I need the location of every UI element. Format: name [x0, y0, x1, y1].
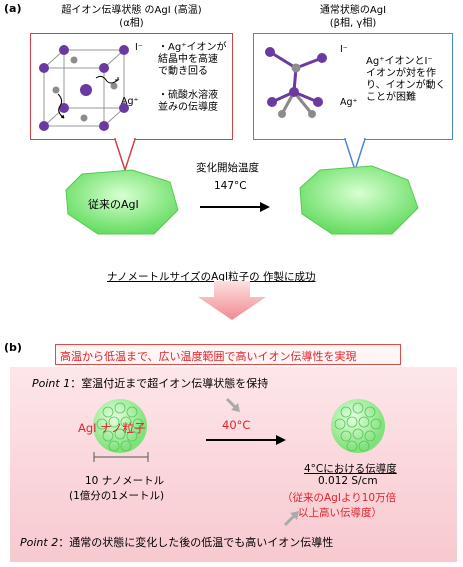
left-note-2: ・硫酸水溶液 並みの伝導度	[158, 90, 218, 114]
headline-box	[55, 344, 401, 365]
right-title-line2: (β相, γ相)	[329, 18, 377, 29]
right-callout-title: 通常状態のAgI (β相, γ相)	[255, 4, 451, 30]
right-note-line: り、イオンが動く	[366, 80, 446, 91]
conductivity-note1: （従来のAgIより10万倍	[282, 492, 397, 504]
point1-text: ：室温付近まで超イオン伝導状態を保持	[70, 377, 269, 390]
nanoparticle-cooled	[331, 399, 385, 453]
right-title-line1: 通常状態のAgI	[319, 5, 387, 16]
callout-pointers	[113, 138, 367, 173]
right-note-line: Ag⁺イオンとI⁻	[366, 56, 433, 67]
left-note2-line: ・硫酸水溶液	[158, 90, 218, 101]
nanoparticle-small	[93, 399, 147, 453]
transition-label: 変化開始温度	[196, 162, 259, 174]
left-title-line2: (α相)	[119, 18, 144, 29]
left-note1-line: 結晶中を高速	[158, 54, 218, 65]
scale-bar	[93, 452, 149, 462]
left-ion-i-label: I⁻	[135, 42, 143, 53]
conductivity-note2: 以上高い伝導度）	[298, 507, 382, 519]
right-ion-ag-label: Ag⁺	[340, 97, 358, 108]
crystal-left-label: 従来のAgI	[88, 198, 139, 211]
left-note1-line: ・Ag⁺イオンが	[158, 42, 227, 53]
point1: Point 1：室温付近まで超イオン伝導状態を保持	[32, 375, 268, 391]
right-note: Ag⁺イオンとI⁻ イオンが対を作 り、イオンが動く ことが困難	[366, 56, 446, 104]
point2-pointer-arrow	[283, 511, 299, 527]
crystal-after-transition	[299, 165, 419, 235]
point2-text: ：通常の状態に変化した後の低温でも高いイオン伝導性	[58, 536, 334, 549]
alpha-structure-diagram	[39, 45, 129, 131]
left-title-line1: 超イオン伝導状態 のAgI (高温)	[61, 5, 202, 16]
panel-b-background	[10, 367, 457, 562]
panel-a-tag: (a)	[4, 2, 22, 15]
right-ion-i-label: I⁻	[340, 44, 348, 55]
right-note-line: イオンが対を作	[366, 68, 436, 79]
size-line1: 10 ナノメートル	[85, 475, 165, 487]
left-callout-title: 超イオン伝導状態 のAgI (高温) (α相)	[32, 4, 231, 30]
left-note-1: ・Ag⁺イオンが 結晶中を高速 で動き回る	[158, 42, 226, 78]
arrow-temp: 40°C	[222, 418, 251, 432]
conductivity-title: 4°Cにおける伝導度	[304, 463, 397, 475]
right-note-line: ことが困難	[366, 92, 416, 103]
point2-label: Point 2	[20, 536, 59, 549]
point1-label: Point 1	[32, 377, 71, 390]
panel-b-tag: (b)	[4, 341, 22, 354]
down-arrow	[198, 281, 266, 320]
success-text: ナノメートルサイズのAgI粒子の 作製に成功	[107, 271, 316, 283]
conductivity-value: 0.012 S/cm	[318, 475, 378, 487]
crystal-conventional-agi	[65, 169, 179, 235]
size-line2: (1億分の1メートル)	[69, 490, 165, 502]
point2: Point 2：通常の状態に変化した後の低温でも高いイオン伝導性	[20, 534, 333, 550]
left-ion-ag-label: Ag⁺	[121, 96, 139, 107]
point1-pointer-arrow	[225, 397, 240, 412]
left-note2-line: 並みの伝導度	[158, 102, 218, 113]
transition-arrow	[200, 202, 270, 212]
cooling-arrow	[206, 435, 286, 445]
headline-text: 高温から低温まで、広い温度範囲で高いイオン伝導性を実現	[60, 350, 357, 363]
particle-label: AgI ナノ粒子	[78, 421, 146, 435]
beta-structure-diagram	[265, 47, 327, 118]
transition-temp: 147°C	[214, 180, 247, 192]
left-note1-line: で動き回る	[158, 66, 208, 77]
